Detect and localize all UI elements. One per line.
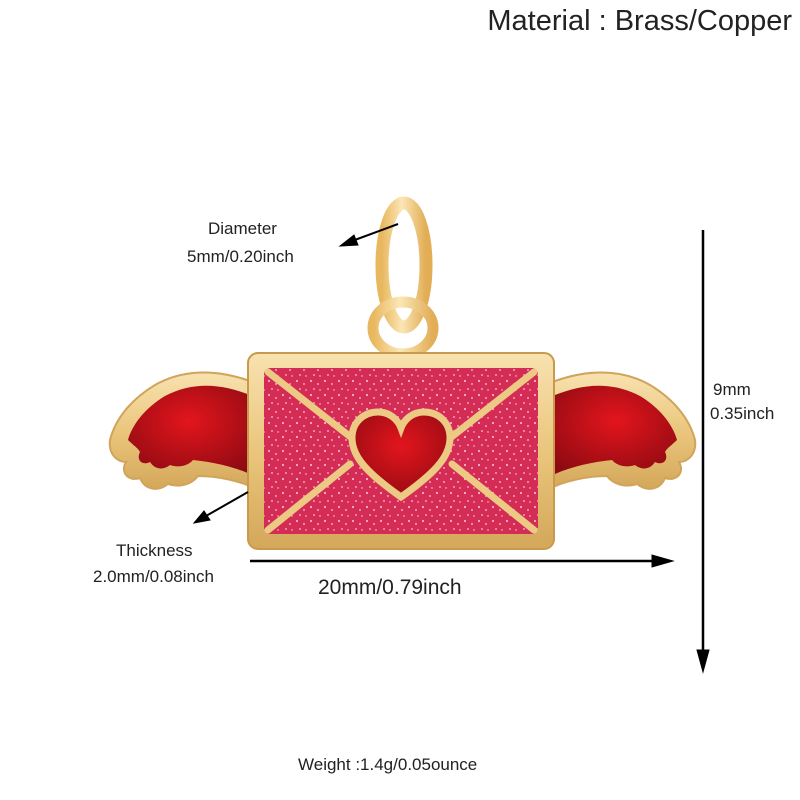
width-value: 20mm/0.79inch: [318, 576, 462, 599]
height-inch-value: 0.35inch: [710, 404, 775, 423]
diameter-arrow: [338, 223, 399, 247]
thickness-value: 2.0mm/0.08inch: [93, 567, 214, 586]
thickness-arrow: [192, 491, 249, 524]
thickness-label: Thickness: [116, 541, 193, 560]
width-arrow: [250, 554, 675, 568]
diameter-value: 5mm/0.20inch: [187, 247, 294, 266]
material-label: Material : Brass/Copper: [487, 5, 792, 37]
jump-ring-large: [375, 196, 433, 334]
left-wing: [108, 371, 262, 492]
envelope-charm: [247, 352, 555, 550]
diameter-label: Diameter: [208, 219, 277, 238]
height-arrow: [696, 230, 710, 674]
height-mm-value: 9mm: [713, 380, 751, 399]
heart-icon: [348, 408, 454, 502]
weight-label: Weight :1.4g/0.05ounce: [298, 755, 478, 774]
right-wing: [543, 371, 697, 492]
